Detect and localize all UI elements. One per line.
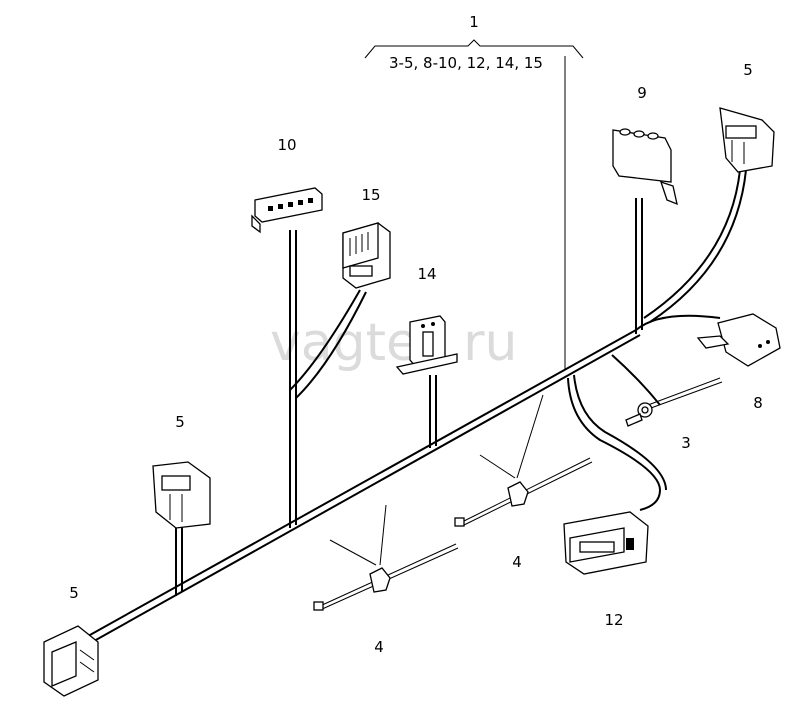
connector-5-bottom-left	[43, 625, 99, 697]
callout-15: 15	[361, 186, 380, 204]
tie-leaders	[329, 394, 544, 566]
callout-5-top-right: 5	[743, 61, 753, 79]
callout-5-mid-left: 5	[175, 413, 185, 431]
callout-14: 14	[417, 265, 436, 283]
connector-14	[395, 315, 458, 375]
ground-tie-3	[625, 377, 723, 427]
connector-10	[251, 187, 323, 234]
branch-wires	[175, 169, 747, 596]
callout-5-bottom-left: 5	[69, 584, 79, 602]
callout-main-subparts: 3-5, 8-10, 12, 14, 15	[389, 54, 543, 72]
callout-1-leader	[364, 39, 584, 370]
callout-labels: 1 3-5, 8-10, 12, 14, 15 5 9 10 15 14 8 3…	[69, 13, 763, 656]
cable-tie-4-right	[454, 457, 593, 527]
connector-8	[696, 313, 781, 367]
connector-15	[342, 222, 391, 289]
watermark-text: vagtec.ru	[270, 313, 517, 373]
callout-4-right: 4	[512, 553, 522, 571]
callout-4-bottom: 4	[374, 638, 384, 656]
callout-12: 12	[604, 611, 623, 629]
callout-9: 9	[637, 84, 647, 102]
callout-main: 1	[469, 13, 479, 31]
connector-5-mid-left	[152, 461, 211, 529]
connector-9	[612, 128, 678, 206]
connector-12	[563, 511, 649, 575]
callout-8: 8	[753, 394, 763, 412]
connector-5-top-right	[719, 107, 775, 173]
callout-3: 3	[681, 434, 691, 452]
cable-tie-4-bottom	[313, 543, 459, 611]
callout-10: 10	[277, 136, 296, 154]
